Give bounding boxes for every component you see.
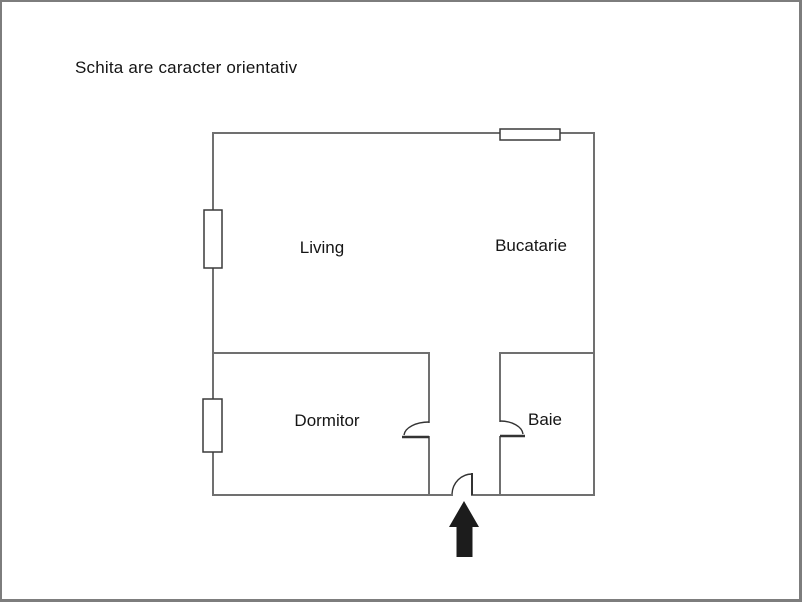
dormitor-window <box>202 398 223 453</box>
entrance-door-arc <box>451 473 473 495</box>
entrance-arrow-icon <box>449 501 479 557</box>
baie-door-arc <box>499 420 524 435</box>
dormitor-door-arc <box>403 421 430 436</box>
room-label-bucatarie: Bucatarie <box>495 236 567 255</box>
room-label-dormitor: Dormitor <box>294 411 360 430</box>
windows-group <box>202 128 561 453</box>
living-window <box>203 209 223 269</box>
bucatarie-window <box>499 128 561 141</box>
doors-group <box>402 420 525 495</box>
disclaimer-title: Schita are caracter orientativ <box>75 58 298 77</box>
room-label-baie: Baie <box>527 410 563 429</box>
room-label-living: Living <box>299 238 345 257</box>
walls-group <box>212 132 595 496</box>
